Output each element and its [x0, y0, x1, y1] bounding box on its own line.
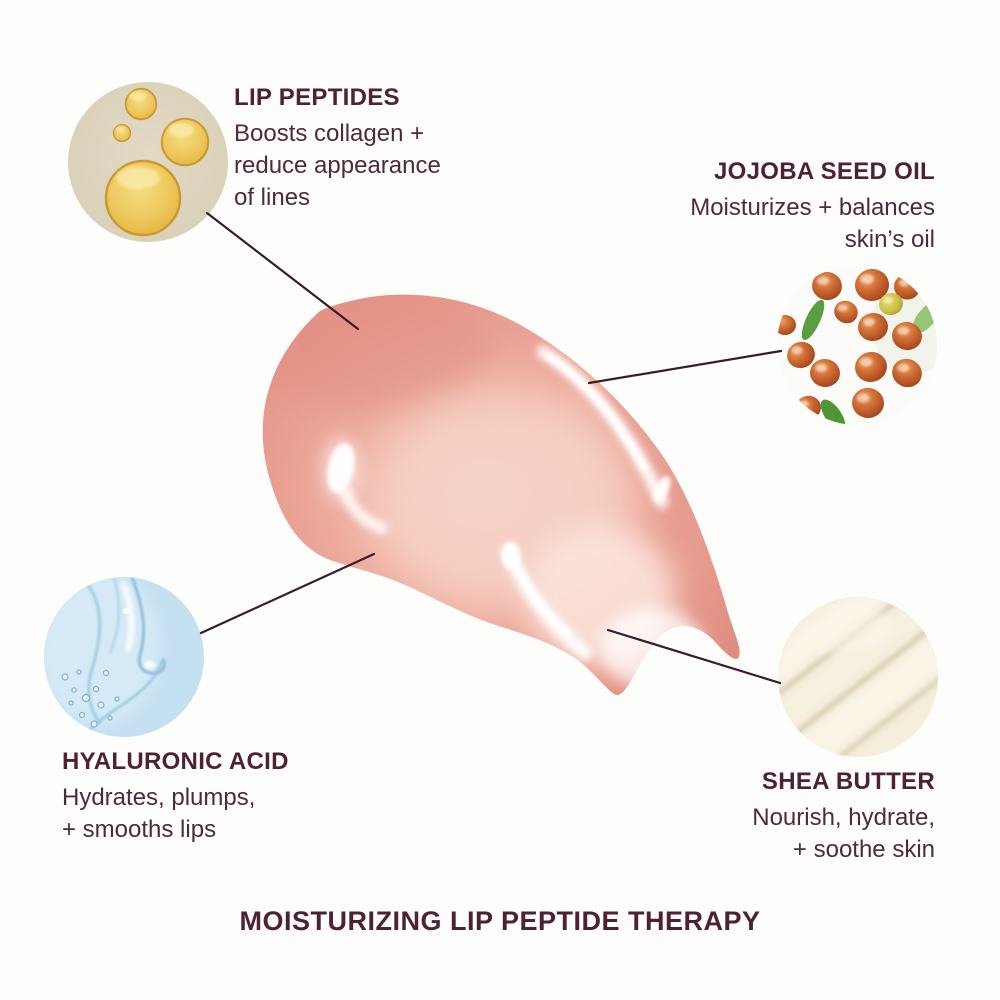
ingredient-description: Boosts collagen + reduce appearance of l… [234, 120, 441, 211]
jojoba-seeds-icon [777, 265, 937, 425]
ingredient-heading: SHEA BUTTER [761, 768, 935, 795]
product-title: MOISTURIZING LIP PEPTIDE THERAPY [239, 906, 761, 936]
hyaluronic-acid-photo [44, 577, 204, 737]
shea-butter-icon [778, 597, 938, 757]
shea-butter-photo [778, 597, 938, 757]
oil-droplets-icon [68, 82, 228, 242]
callout-hyaluronic-acid: HYALURONIC ACID Hydrates, plumps, + smoo… [62, 748, 362, 846]
lip-peptides-photo [68, 82, 228, 242]
ingredient-description: Moisturizes + balances skin’s oil [690, 194, 935, 253]
product-swatch [262, 294, 740, 696]
ingredient-description: Hydrates, plumps, + smooths lips [62, 784, 256, 843]
ingredient-heading: LIP PEPTIDES [234, 84, 400, 111]
hyaluronic-gel-icon [44, 577, 204, 737]
ingredient-description: Nourish, hydrate, + soothe skin [752, 804, 935, 863]
ingredient-heading: HYALURONIC ACID [62, 748, 289, 775]
callout-shea-butter: SHEA BUTTER Nourish, hydrate, + soothe s… [635, 768, 935, 866]
jojoba-seed-oil-photo [777, 265, 937, 425]
ingredient-heading: JOJOBA SEED OIL [714, 158, 935, 185]
callout-lip-peptides: LIP PEPTIDES Boosts collagen + reduce ap… [234, 84, 524, 214]
callout-jojoba-seed-oil: JOJOBA SEED OIL Moisturizes + balances s… [615, 158, 935, 256]
